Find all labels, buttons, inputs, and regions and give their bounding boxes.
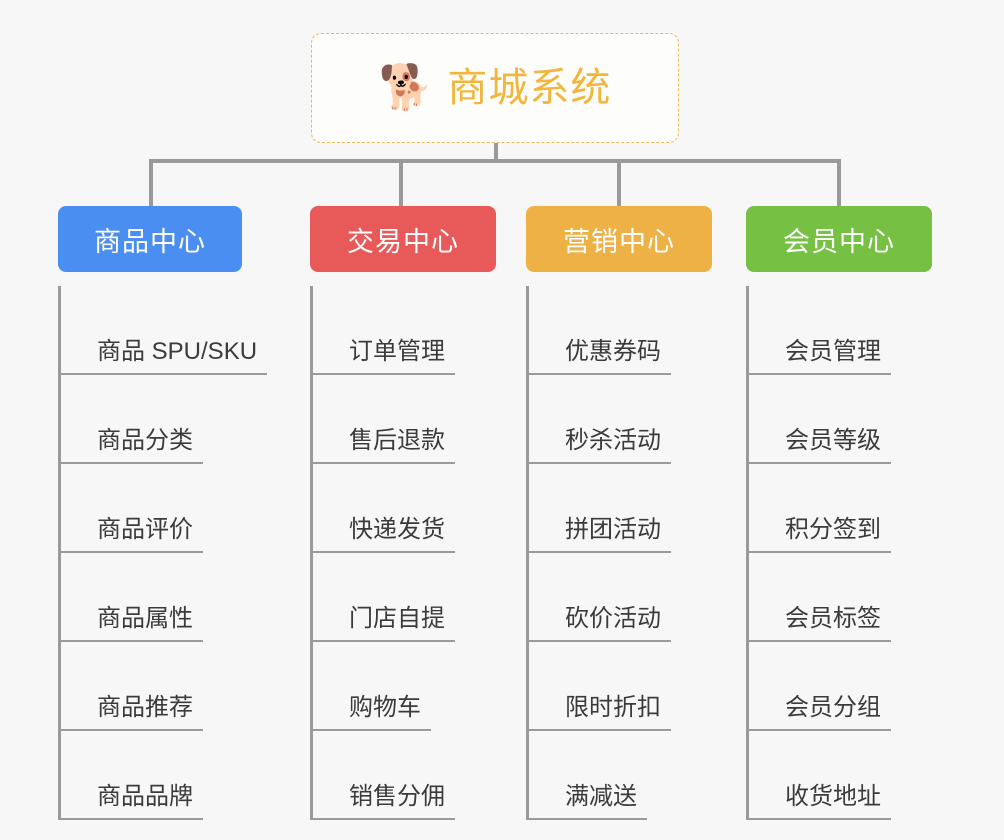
- leaf-list-transaction: 订单管理 售后退款 快递发货 门店自提 购物车 销售分佣: [310, 286, 550, 820]
- leaf-label: 商品评价: [97, 516, 203, 553]
- list-item[interactable]: 拼团活动: [528, 464, 766, 553]
- list-item[interactable]: 商品品牌: [60, 731, 298, 820]
- branch-column-marketing: 营销中心 优惠券码 秒杀活动 拼团活动 砍价活动 限时折扣 满减送: [526, 206, 766, 820]
- branch-header-member[interactable]: 会员中心: [746, 206, 932, 272]
- leaf-label: 积分签到: [785, 516, 891, 553]
- connector-drop-1: [149, 159, 153, 206]
- connector-drop-3: [617, 159, 621, 206]
- leaf-label: 商品分类: [97, 427, 203, 464]
- leaf-label: 拼团活动: [565, 516, 671, 553]
- list-item[interactable]: 会员分组: [748, 642, 986, 731]
- list-item[interactable]: 商品推荐: [60, 642, 298, 731]
- leaf-label: 满减送: [565, 783, 647, 820]
- branch-column-member: 会员中心 会员管理 会员等级 积分签到 会员标签 会员分组 收货地址: [746, 206, 986, 820]
- leaf-label: 销售分佣: [349, 783, 455, 820]
- list-item[interactable]: 商品属性: [60, 553, 298, 642]
- branch-column-product: 商品中心 商品 SPU/SKU 商品分类 商品评价 商品属性 商品推荐 商品品牌: [58, 206, 298, 820]
- leaf-label: 商品 SPU/SKU: [97, 338, 268, 375]
- leaf-label: 砍价活动: [565, 605, 671, 642]
- root-node[interactable]: 🐕 商城系统: [311, 33, 679, 143]
- leaf-label: 会员等级: [785, 427, 891, 464]
- leaf-label: 门店自提: [349, 605, 455, 642]
- branch-columns: 商品中心 商品 SPU/SKU 商品分类 商品评价 商品属性 商品推荐 商品品牌…: [0, 206, 1004, 826]
- leaf-label: 会员分组: [785, 694, 891, 731]
- leaf-list-marketing: 优惠券码 秒杀活动 拼团活动 砍价活动 限时折扣 满减送: [526, 286, 766, 820]
- leaf-label: 商品推荐: [97, 694, 203, 731]
- leaf-label: 秒杀活动: [565, 427, 671, 464]
- leaf-label: 商品属性: [97, 605, 203, 642]
- leaf-label: 售后退款: [349, 427, 455, 464]
- list-item[interactable]: 商品评价: [60, 464, 298, 553]
- list-item[interactable]: 砍价活动: [528, 553, 766, 642]
- leaf-label: 购物车: [349, 694, 431, 731]
- leaf-label: 订单管理: [349, 338, 455, 375]
- connector-root-stem: [494, 143, 498, 162]
- list-item[interactable]: 收货地址: [748, 731, 986, 820]
- list-item[interactable]: 商品分类: [60, 375, 298, 464]
- list-item[interactable]: 售后退款: [312, 375, 550, 464]
- leaf-label: 会员标签: [785, 605, 891, 642]
- branch-header-marketing[interactable]: 营销中心: [526, 206, 712, 272]
- shiba-dog-face-icon: 🐕: [378, 63, 434, 112]
- list-item[interactable]: 商品 SPU/SKU: [60, 286, 298, 375]
- list-item[interactable]: 销售分佣: [312, 731, 550, 820]
- list-item[interactable]: 门店自提: [312, 553, 550, 642]
- leaf-label: 限时折扣: [565, 694, 671, 731]
- list-item[interactable]: 会员标签: [748, 553, 986, 642]
- list-item[interactable]: 快递发货: [312, 464, 550, 553]
- list-item[interactable]: 积分签到: [748, 464, 986, 553]
- list-item[interactable]: 会员等级: [748, 375, 986, 464]
- connector-drop-4: [837, 159, 841, 206]
- leaf-list-product: 商品 SPU/SKU 商品分类 商品评价 商品属性 商品推荐 商品品牌: [58, 286, 298, 820]
- leaf-label: 商品品牌: [97, 783, 203, 820]
- list-item[interactable]: 会员管理: [748, 286, 986, 375]
- leaf-label: 会员管理: [785, 338, 891, 375]
- list-item[interactable]: 限时折扣: [528, 642, 766, 731]
- branch-header-transaction[interactable]: 交易中心: [310, 206, 496, 272]
- list-item[interactable]: 订单管理: [312, 286, 550, 375]
- connector-horizontal-bus: [149, 159, 841, 163]
- root-title: 商城系统: [447, 66, 612, 110]
- list-item[interactable]: 秒杀活动: [528, 375, 766, 464]
- leaf-list-member: 会员管理 会员等级 积分签到 会员标签 会员分组 收货地址: [746, 286, 986, 820]
- list-item[interactable]: 购物车: [312, 642, 550, 731]
- leaf-label: 快递发货: [349, 516, 455, 553]
- leaf-label: 优惠券码: [565, 338, 671, 375]
- branch-header-product[interactable]: 商品中心: [58, 206, 242, 272]
- list-item[interactable]: 优惠券码: [528, 286, 766, 375]
- branch-column-transaction: 交易中心 订单管理 售后退款 快递发货 门店自提 购物车 销售分佣: [310, 206, 550, 820]
- connector-drop-2: [399, 159, 403, 206]
- leaf-label: 收货地址: [785, 783, 891, 820]
- list-item[interactable]: 满减送: [528, 731, 766, 820]
